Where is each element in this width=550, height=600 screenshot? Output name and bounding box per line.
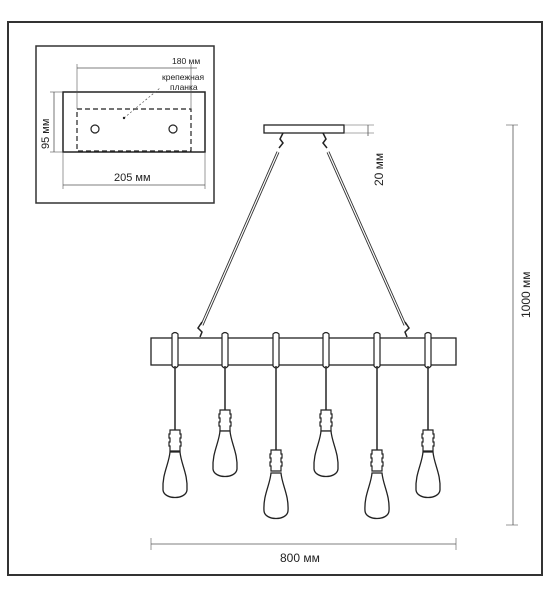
canopy-hook-right xyxy=(322,132,328,149)
plate-leader-dot xyxy=(122,116,126,120)
outer-frame xyxy=(7,21,543,576)
lamp-socket-2 xyxy=(218,409,232,432)
suspension-rod-right-inner xyxy=(327,151,406,326)
lamp-bulb-2 xyxy=(212,430,238,478)
cord-wrap-6 xyxy=(424,331,432,369)
total-height-label: 1000 мм xyxy=(519,271,533,318)
pendant-lamp-4 xyxy=(313,331,339,478)
canopy-hook-left xyxy=(278,132,284,149)
lamp-socket-1 xyxy=(168,429,182,452)
pendant-lamp-1 xyxy=(162,331,188,499)
pendant-lamp-5 xyxy=(364,331,390,520)
plate-length-label: 180 мм xyxy=(172,56,200,66)
wooden-beam xyxy=(150,337,457,366)
inset-panel: 180 мм крепежная планка 95 мм 205 мм xyxy=(35,45,215,204)
width-label: 800 мм xyxy=(280,551,320,565)
outer-length-label: 205 мм xyxy=(114,172,151,184)
plate-label-line2: планка xyxy=(170,82,198,92)
beam-hook-right xyxy=(404,321,410,338)
ceiling-canopy xyxy=(263,124,345,134)
pendant-group xyxy=(162,331,441,520)
cord-wrap-4 xyxy=(322,331,330,369)
lamp-bulb-6 xyxy=(415,451,441,499)
canopy-height-label: 20 мм xyxy=(372,153,386,186)
mounting-plate-outline xyxy=(76,108,192,152)
fixture-elevation: 20 мм 1000 мм 800 мм xyxy=(150,124,533,565)
height-label: 95 мм xyxy=(40,119,52,149)
lamp-socket-5 xyxy=(370,449,384,472)
cord-wrap-1 xyxy=(171,331,179,369)
cord-wrap-2 xyxy=(221,331,229,369)
lamp-socket-3 xyxy=(269,449,283,472)
pendant-lamp-2 xyxy=(212,331,238,478)
lamp-bulb-3 xyxy=(263,472,289,520)
screw-hole-right xyxy=(168,124,178,134)
plate-label-line1: крепежная xyxy=(162,72,205,82)
beam-hook-left xyxy=(197,321,203,338)
lamp-bulb-5 xyxy=(364,472,390,520)
pendant-lamp-3 xyxy=(263,331,289,520)
inset-frame xyxy=(35,45,215,204)
lamp-socket-4 xyxy=(319,409,333,432)
suspension-rod-left-inner xyxy=(201,151,279,326)
lamp-socket-6 xyxy=(421,429,435,452)
lamp-bulb-4 xyxy=(313,430,339,478)
pendant-lamp-6 xyxy=(415,331,441,499)
cord-wrap-5 xyxy=(373,331,381,369)
canopy-outline xyxy=(62,91,206,153)
lamp-bulb-1 xyxy=(162,451,188,499)
screw-hole-left xyxy=(90,124,100,134)
cord-wrap-3 xyxy=(272,331,280,369)
